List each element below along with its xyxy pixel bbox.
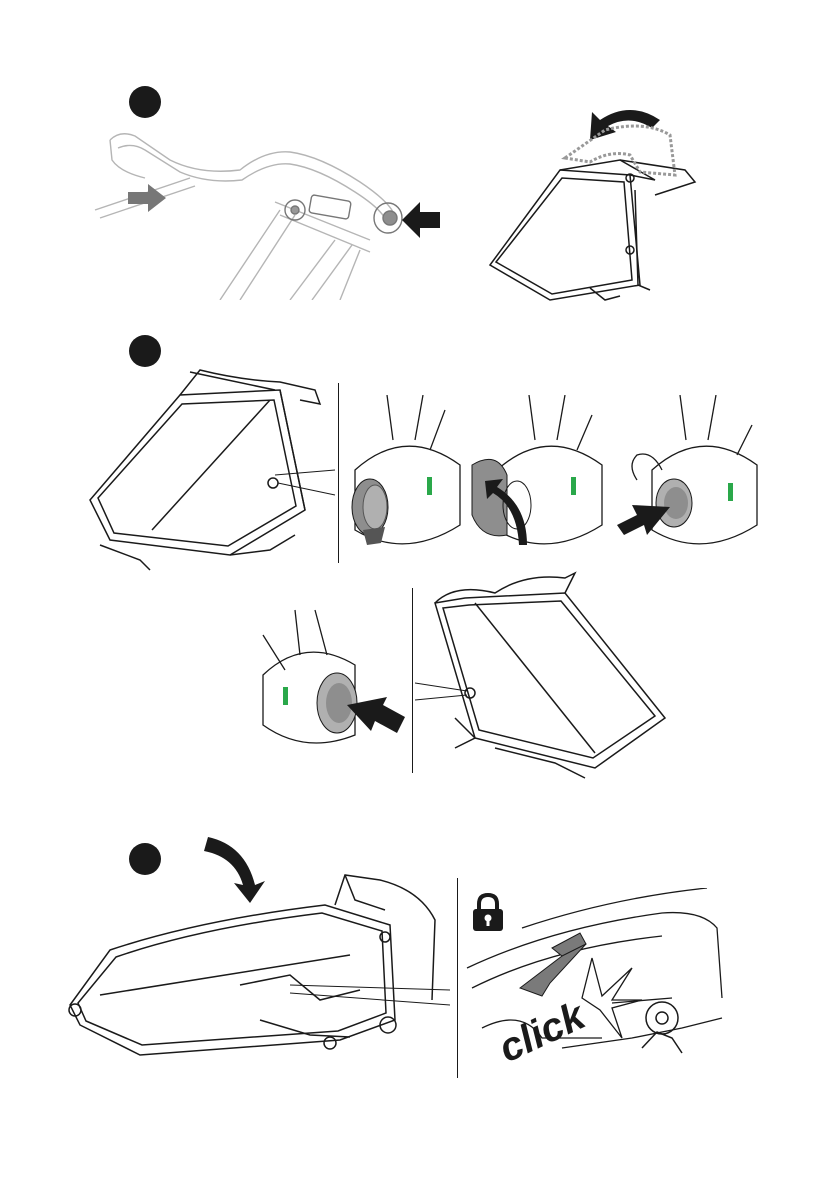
curved-arrow-icon <box>590 110 660 140</box>
hub-closeup-1 <box>345 395 465 555</box>
step-2-trailer-illustration-2 <box>415 568 695 788</box>
step-1-badge <box>129 86 161 118</box>
divider-line <box>457 878 458 1078</box>
step-1-handlebar-illustration <box>90 120 450 300</box>
divider-line <box>412 588 413 773</box>
hub-closeup-3 <box>612 395 762 555</box>
step-1-trailer-illustration <box>480 100 720 320</box>
divider-line <box>338 383 339 563</box>
push-arrow-icon <box>402 202 440 238</box>
hub-closeup-2 <box>467 395 607 555</box>
click-label: click <box>492 993 593 1071</box>
hub-closeup-4 <box>255 605 415 755</box>
step-2-trailer-illustration <box>80 360 340 580</box>
step-3-lock-closeup-illustration: click <box>462 888 732 1078</box>
curved-arrow-icon <box>204 837 265 903</box>
step-3-folded-trailer-illustration <box>60 825 450 1070</box>
